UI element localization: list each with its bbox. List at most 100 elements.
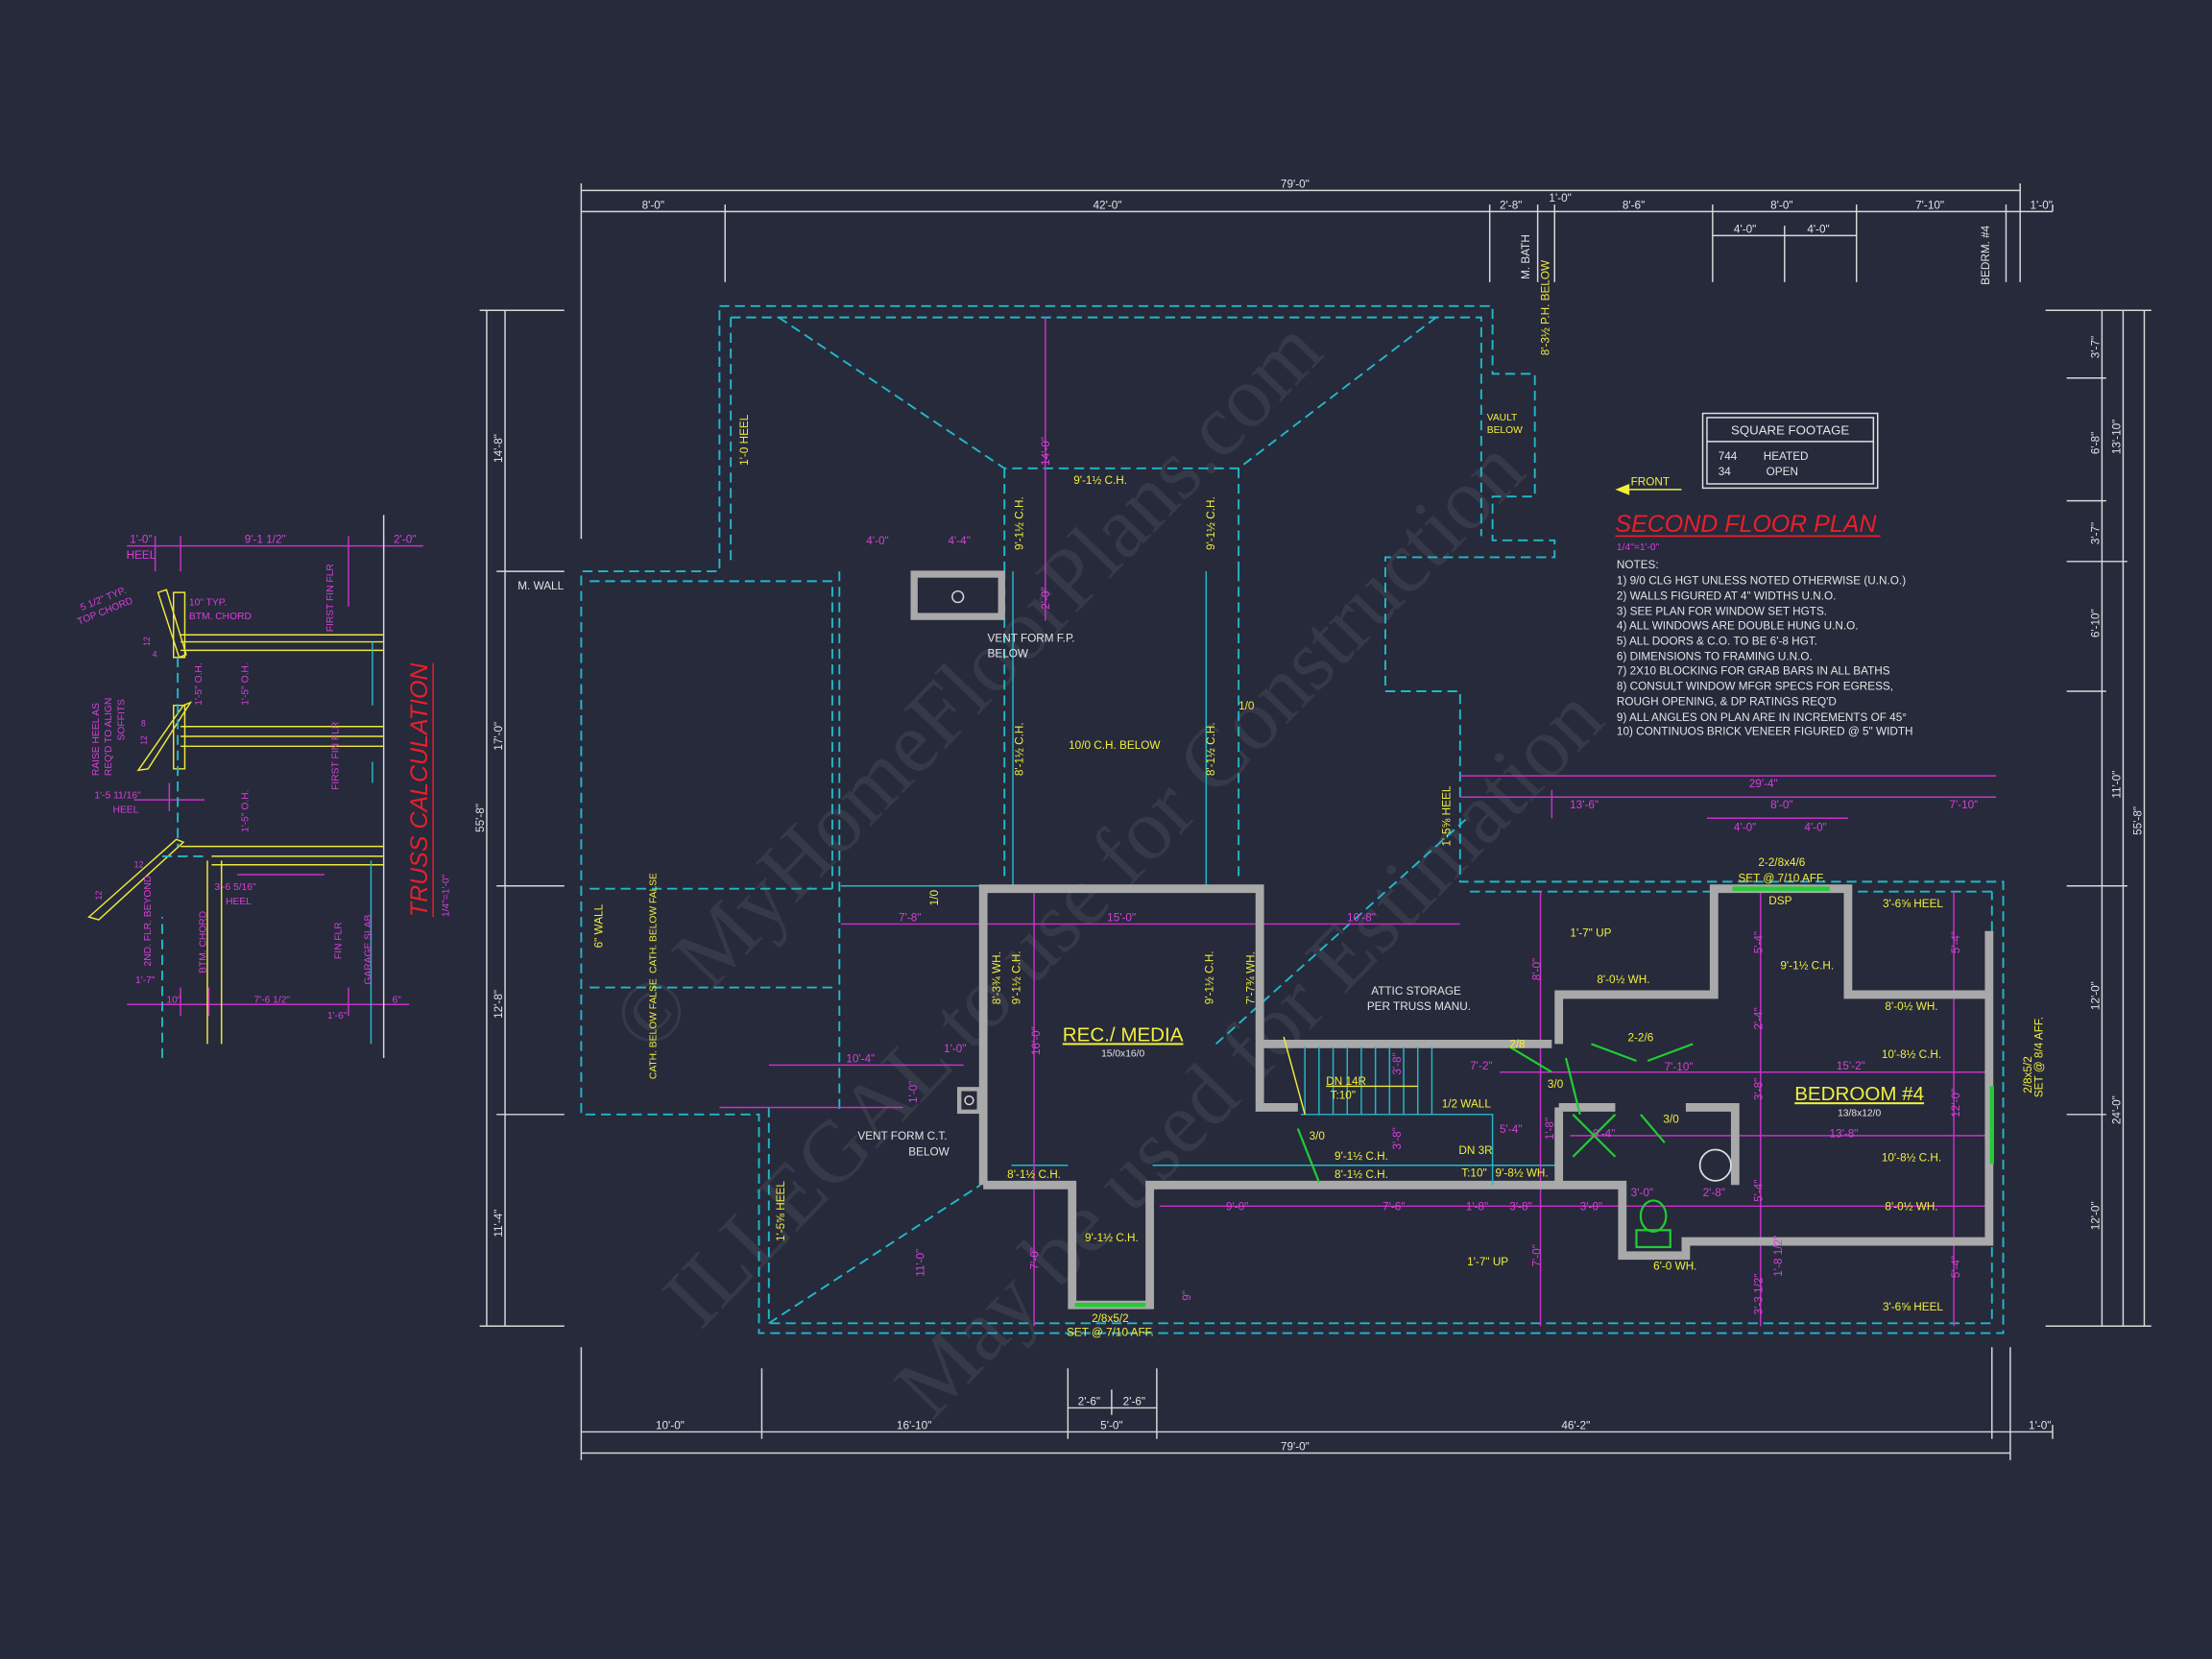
annotation: 5'-4" [1500, 1123, 1522, 1136]
annotation: 1'-0" [944, 1043, 966, 1055]
dim-segment: 1'-0" [2029, 1419, 2051, 1431]
annotation: 4'-0" [1804, 821, 1826, 833]
dim-segment: 8'-0" [642, 199, 664, 211]
truss-dim: 9'-1 1/2" [245, 534, 286, 546]
truss-dim: 7'-6 1/2" [253, 996, 290, 1006]
annotation: 9" [1181, 1290, 1193, 1301]
annotation: 1'-0 HEEL [738, 414, 751, 466]
annotation: CATH. BELOW FALSE [648, 873, 659, 974]
truss-heel: HEEL [113, 805, 139, 815]
annotation: 3'-8" [1509, 1201, 1531, 1214]
truss-dim: 10" [166, 996, 180, 1006]
annotation: 11'-0" [914, 1249, 926, 1277]
annotation: 8'-3¾ WH. [991, 951, 1003, 1004]
annotation: 9'-1½ C.H. [1205, 496, 1217, 550]
annotation: 7'-8" [899, 912, 921, 925]
truss-label: 2ND. FLR. BEYOND [143, 876, 154, 967]
annotation: DN 3R [1458, 1144, 1492, 1157]
interior-dimensions [719, 317, 1997, 1327]
dim-segment: 2'-8" [1500, 199, 1522, 211]
truss-label: 3'-6 5/16" [214, 882, 256, 893]
dim-segment: 11'-4" [493, 1210, 505, 1238]
dim-segment: 8'-6" [1623, 199, 1645, 211]
sqft-label: OPEN [1767, 466, 1798, 478]
toilet-bowl-icon [1639, 1199, 1668, 1233]
right-dimensions: 55'-8" 13'-10" 11'-0" 24'-0" 3'-7" 6'-8"… [2045, 309, 2152, 1327]
annotation: ATTIC STORAGE [1371, 985, 1461, 998]
dim-segment: 46'-2" [1561, 1419, 1590, 1431]
annotation: 1'-8" [1466, 1201, 1488, 1214]
pitch-label: 12 [94, 891, 104, 901]
dim-inner: 12'-0" [2089, 1201, 2102, 1230]
annotation: 5'-4" [1950, 931, 1962, 953]
annotation: 2'-4" [1752, 1007, 1765, 1029]
annotation: 9'-1½ C.H. [1780, 959, 1834, 972]
annotation: 8'-0½ WH. [1597, 974, 1649, 986]
truss-label: 1'-5 11/16" [94, 791, 141, 802]
annotation: VAULT [1487, 413, 1518, 423]
annotation: 3'-8" [1752, 1078, 1765, 1100]
annotation: 3'-8" [1391, 1052, 1404, 1074]
truss-dim: 1'-6" [327, 1011, 348, 1022]
annotation: 7'-0" [1028, 1247, 1041, 1269]
dim-overall: 55'-8" [474, 804, 487, 832]
sqft-value: 34 [1719, 466, 1732, 478]
annotation: 3/0 [1548, 1078, 1564, 1091]
truss-heel: HEEL [226, 897, 252, 907]
annotation: 5'-4" [1950, 1256, 1962, 1278]
ct-vent [956, 1087, 981, 1115]
dim-mid: 13'-10" [2110, 420, 2123, 454]
truss-label: 10" TYP. [189, 597, 227, 608]
annotation: 9'-4" [1593, 1127, 1615, 1140]
annotation: VENT FORM F.P. [988, 633, 1075, 645]
truss-label: FIRST FIN FLR [325, 564, 336, 632]
annotation: 12'-0" [1950, 1089, 1962, 1118]
annotation: 10'-4" [846, 1052, 875, 1065]
annotation: 9'-8½ WH. [1496, 1166, 1549, 1179]
annotation: 4'-0" [866, 535, 888, 547]
truss-label: GARAGE SLAB [363, 914, 373, 984]
arrow-left-icon [1615, 484, 1630, 495]
annotations: 1'-0 HEEL 14'-0" 9'-1½ C.H. 9'-1½ C.H. 9… [592, 259, 2045, 1338]
annotation: 9'-1½ C.H. [1085, 1232, 1139, 1244]
annotation: 1'-8 1/2" [1772, 1236, 1785, 1277]
front-label: FRONT [1631, 475, 1670, 488]
m-wall-label: M. WALL [517, 580, 564, 592]
annotation: 14'-0" [1040, 437, 1052, 466]
annotation: CATH. BELOW FALSE [648, 978, 659, 1079]
dim-overall: 55'-8" [2132, 806, 2145, 835]
dim-inner: 6'-10" [2089, 609, 2102, 637]
annotation: SET @ 7/10 AFF. [1738, 872, 1825, 884]
truss-label: BTM. CHORD [199, 911, 209, 974]
m-bath-label: M. BATH [1520, 234, 1532, 279]
annotation: 7'-0" [1531, 1244, 1544, 1266]
annotation: SET @ 7/10 AFF. [1067, 1327, 1154, 1339]
dim-mid: 24'-0" [2110, 1095, 2123, 1124]
truss-label: FIN FLR [334, 922, 345, 959]
sink-icon [1698, 1148, 1732, 1182]
bedrm4-label: BEDRM. #4 [1980, 225, 1992, 284]
note-item: 9) ALL ANGLES ON PLAN ARE IN INCREMENTS … [1617, 711, 1907, 724]
annotation: 3'-6⅝ HEEL [1883, 1301, 1943, 1313]
truss-label: FIRST FIN FLR [331, 722, 342, 790]
annotation: 15'-0" [1107, 912, 1136, 925]
pitch-label: 12 [142, 637, 152, 646]
dim-mid: 11'-0" [2110, 771, 2123, 799]
walls [978, 884, 1994, 1310]
dim-sub: 2'-6" [1123, 1396, 1145, 1408]
annotation: 1'-5⅝ HEEL [1441, 785, 1454, 846]
annotation: 9'-1½ C.H. [1073, 474, 1127, 487]
dim-segment: 8'-0" [1770, 199, 1792, 211]
sqft-value: 744 [1719, 450, 1738, 463]
annotation: 15'-2" [1837, 1060, 1865, 1072]
annotation: 8'-1½ C.H. [1007, 1168, 1061, 1181]
annotation: 1/0 [1238, 700, 1255, 712]
annotation: 8'-0½ WH. [1885, 1000, 1937, 1013]
annotation: 13'-6" [1570, 799, 1599, 811]
annotation: 9'-1½ C.H. [1010, 950, 1022, 1004]
annotation: 7'-2" [1470, 1060, 1492, 1072]
dim-segment: 17'-0" [493, 722, 505, 751]
fireplace-vent [910, 570, 1005, 620]
annotation: 7'-7¾ WH. [1244, 951, 1257, 1004]
truss-title: TRUSS CALCULATION [406, 662, 433, 917]
